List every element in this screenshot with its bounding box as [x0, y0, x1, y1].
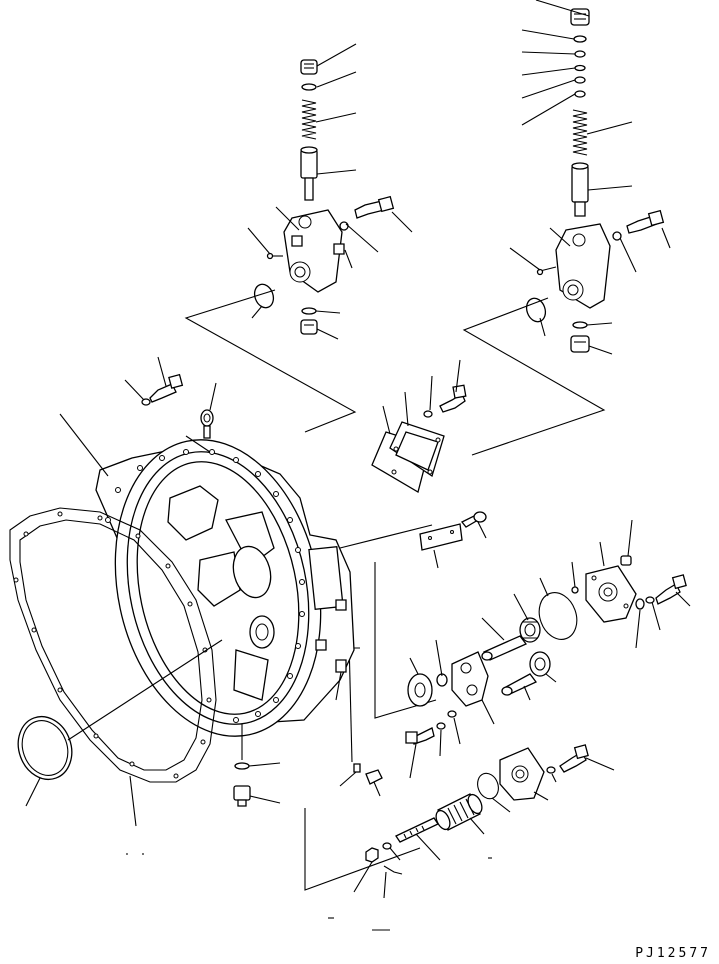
- left-spool: [301, 147, 317, 200]
- pump-body: [452, 652, 494, 724]
- left-seal-plate: [251, 282, 276, 311]
- pump-shaft-lower: [502, 674, 536, 700]
- right-seal-plate: [523, 296, 548, 325]
- flange-bolt-holes: [106, 450, 305, 723]
- left-washer: [340, 222, 348, 230]
- transmission-housing: [89, 420, 354, 755]
- right-plug-bottom: [571, 336, 589, 352]
- drive-gear: [408, 658, 432, 706]
- left-oring-bottom: [302, 308, 316, 314]
- housing-bolt-left: [125, 357, 182, 405]
- right-spring: [573, 110, 587, 155]
- strainer-rod: [396, 818, 440, 860]
- pump-bolt: [636, 575, 690, 648]
- pump-gear-small: [530, 652, 556, 682]
- housing-drain-washer: [235, 763, 249, 769]
- left-oring-top: [302, 84, 316, 90]
- breather-plug: [336, 660, 346, 700]
- pump-cover: [586, 542, 636, 622]
- right-valve-body: [556, 224, 610, 308]
- strainer-oring: [474, 770, 502, 801]
- left-plug-bottom: [301, 320, 317, 334]
- right-valve-assembly: [510, 0, 670, 354]
- strainer-element: [433, 792, 484, 834]
- left-valve-body: [284, 210, 342, 292]
- cover-leaders: [383, 360, 460, 434]
- inspection-cover: [372, 422, 444, 492]
- drawing-reference-code: PJ12577: [635, 946, 711, 961]
- cotter-pin: [384, 866, 402, 898]
- strainer-cover: [500, 748, 548, 800]
- name-plate: [420, 512, 486, 568]
- strainer-bolt: [547, 745, 614, 782]
- right-spool: [572, 163, 588, 216]
- left-valve-assembly: [248, 44, 412, 339]
- strainer-nut: [354, 843, 400, 892]
- pump-plug: [621, 520, 632, 565]
- pump-dowel: [572, 562, 578, 593]
- left-small-plug: [334, 244, 344, 254]
- pump-gear-large: [514, 594, 540, 642]
- left-leader-lines: [248, 44, 412, 339]
- round-cover: [10, 709, 81, 806]
- small-pin: [340, 764, 382, 796]
- left-spring: [302, 100, 316, 139]
- pump-oring: [533, 587, 583, 644]
- cover-bolt: [440, 385, 466, 412]
- housing-drain-plug: [234, 786, 280, 806]
- pump-shaft-upper: [482, 618, 526, 660]
- pump-mount-bolt: [406, 711, 460, 778]
- left-plug: [301, 60, 317, 74]
- right-bolt: [627, 211, 663, 233]
- right-plug: [571, 9, 589, 25]
- left-bolt: [355, 197, 393, 218]
- right-leader-lines: [510, 0, 670, 354]
